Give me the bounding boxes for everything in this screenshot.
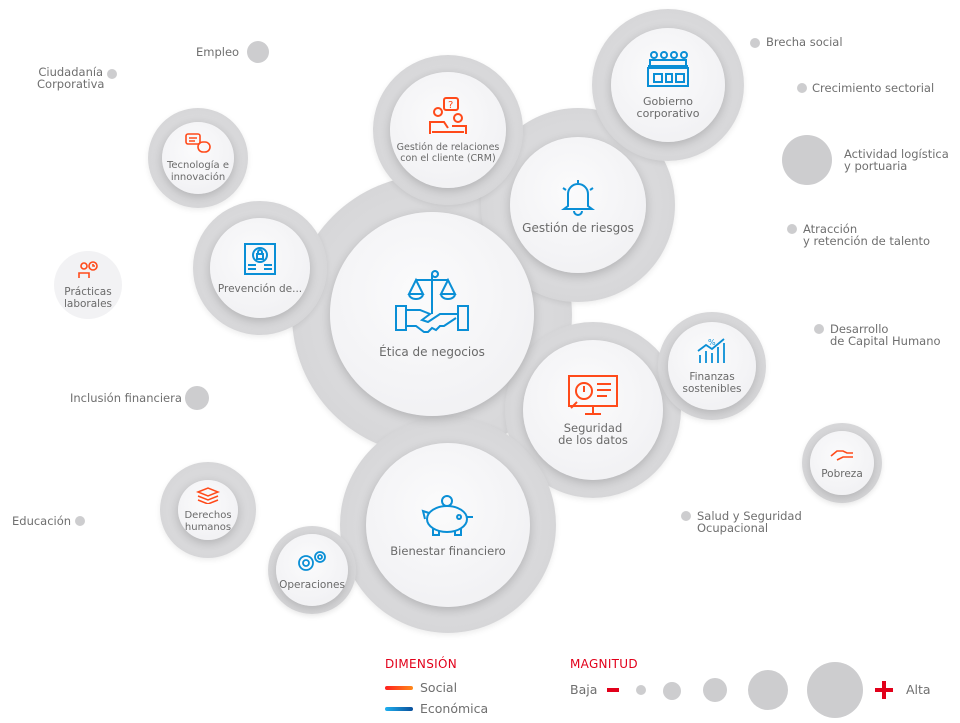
svg-text:?: ? xyxy=(448,100,453,111)
bubble-finanzas[interactable]: % Finanzas sostenibles xyxy=(668,322,756,410)
data-security-icon xyxy=(568,375,618,415)
gobierno-label: Gobierno corporativo xyxy=(636,95,700,120)
bubble-bienestar[interactable]: Bienestar financiero xyxy=(366,443,530,607)
empleo-dot[interactable] xyxy=(247,41,269,63)
bubble-gobierno[interactable]: Gobierno corporativo xyxy=(611,28,725,142)
scales-handshake-icon xyxy=(395,270,469,333)
chat-bot-icon xyxy=(185,133,211,153)
derechos-label: Derechos humanos xyxy=(184,510,232,533)
economica-label: Económica xyxy=(420,701,489,716)
bubble-tecnologia[interactable]: Tecnología e innovación xyxy=(162,122,234,194)
worker-clock-icon xyxy=(78,261,98,278)
ciudadania-label: Ciudadanía Corporativa xyxy=(37,65,105,91)
lock-document-icon xyxy=(244,243,276,275)
brecha-dot[interactable] xyxy=(750,38,760,48)
bubble-etica[interactable]: Ética de negocios xyxy=(330,212,534,416)
piggy-bank-icon xyxy=(421,495,473,536)
helping-hand-icon xyxy=(830,450,853,461)
actividad-label: Actividad logística y portuaria xyxy=(844,147,949,173)
size-2 xyxy=(663,682,681,700)
dimension-title: DIMENSIÓN xyxy=(385,657,457,671)
inclusion-label: Inclusión financiera xyxy=(70,391,182,405)
minus-icon xyxy=(607,688,619,692)
customer-question-icon: ? xyxy=(429,97,467,134)
bienestar-label: Bienestar financiero xyxy=(390,544,506,558)
atraccion-label: Atracción y retención de talento xyxy=(803,222,931,248)
books-icon xyxy=(196,487,220,504)
prevencion-label: Prevención de... xyxy=(217,283,303,295)
pobreza-label: Pobreza xyxy=(821,468,863,480)
ciudadania-dot[interactable] xyxy=(107,69,117,79)
social-label: Social xyxy=(420,680,458,695)
bubble-crm[interactable]: ? Gestión de relaciones con el cliente (… xyxy=(390,72,506,188)
crm-label: Gestión de relaciones con el cliente (CR… xyxy=(396,142,500,164)
desarrollo-label: Desarrollo de Capital Humano xyxy=(830,322,941,348)
board-meeting-icon xyxy=(647,51,689,87)
seguridad-label: Seguridad de los datos xyxy=(558,421,628,447)
empleo-label: Empleo xyxy=(196,45,240,59)
crecimiento-dot[interactable] xyxy=(797,83,807,93)
bubble-pobreza[interactable]: Pobreza xyxy=(810,431,874,495)
actividad-dot[interactable] xyxy=(782,135,832,185)
bell-icon xyxy=(561,180,595,216)
magnitud-title: MAGNITUD xyxy=(570,657,638,671)
baja-label: Baja xyxy=(570,682,598,697)
size-1 xyxy=(636,685,646,695)
bubble-operaciones[interactable]: Operaciones xyxy=(276,534,348,606)
atraccion-dot[interactable] xyxy=(787,224,797,234)
practicas-label: Prácticas laborales xyxy=(63,286,113,310)
alta-label: Alta xyxy=(906,682,931,697)
size-3 xyxy=(703,678,727,702)
educacion-dot[interactable] xyxy=(75,516,85,526)
crecimiento-label: Crecimiento sectorial xyxy=(812,81,935,95)
operaciones-label: Operaciones xyxy=(279,579,345,591)
social-line xyxy=(385,686,413,690)
bubble-seguridad[interactable]: Seguridad de los datos xyxy=(523,340,663,480)
salud-dot[interactable] xyxy=(681,511,691,521)
bubble-practicas[interactable]: Prácticas laborales xyxy=(54,251,122,319)
etica-label: Ética de negocios xyxy=(379,345,485,359)
educacion-label: Educación xyxy=(12,514,72,528)
bubble-derechos[interactable]: Derechos humanos xyxy=(178,480,238,540)
desarrollo-dot[interactable] xyxy=(814,324,824,334)
tecnologia-label: Tecnología e innovación xyxy=(167,160,229,183)
brecha-label: Brecha social xyxy=(766,35,843,49)
size-5 xyxy=(807,662,863,718)
growth-chart-icon: % xyxy=(697,338,725,363)
inclusion-dot[interactable] xyxy=(185,386,209,410)
economica-line xyxy=(385,707,413,711)
plus-icon xyxy=(875,681,893,699)
bubble-prevencion[interactable]: Prevención de... xyxy=(210,218,310,318)
bubble-riesgos[interactable]: Gestión de riesgos xyxy=(510,137,646,273)
salud-label: Salud y Seguridad Ocupacional xyxy=(697,509,802,535)
riesgos-label: Gestión de riesgos xyxy=(522,221,634,235)
finanzas-label: Finanzas sostenibles xyxy=(682,371,742,395)
size-4 xyxy=(748,670,788,710)
svg-text:%: % xyxy=(708,338,716,347)
gears-icon xyxy=(298,551,326,571)
